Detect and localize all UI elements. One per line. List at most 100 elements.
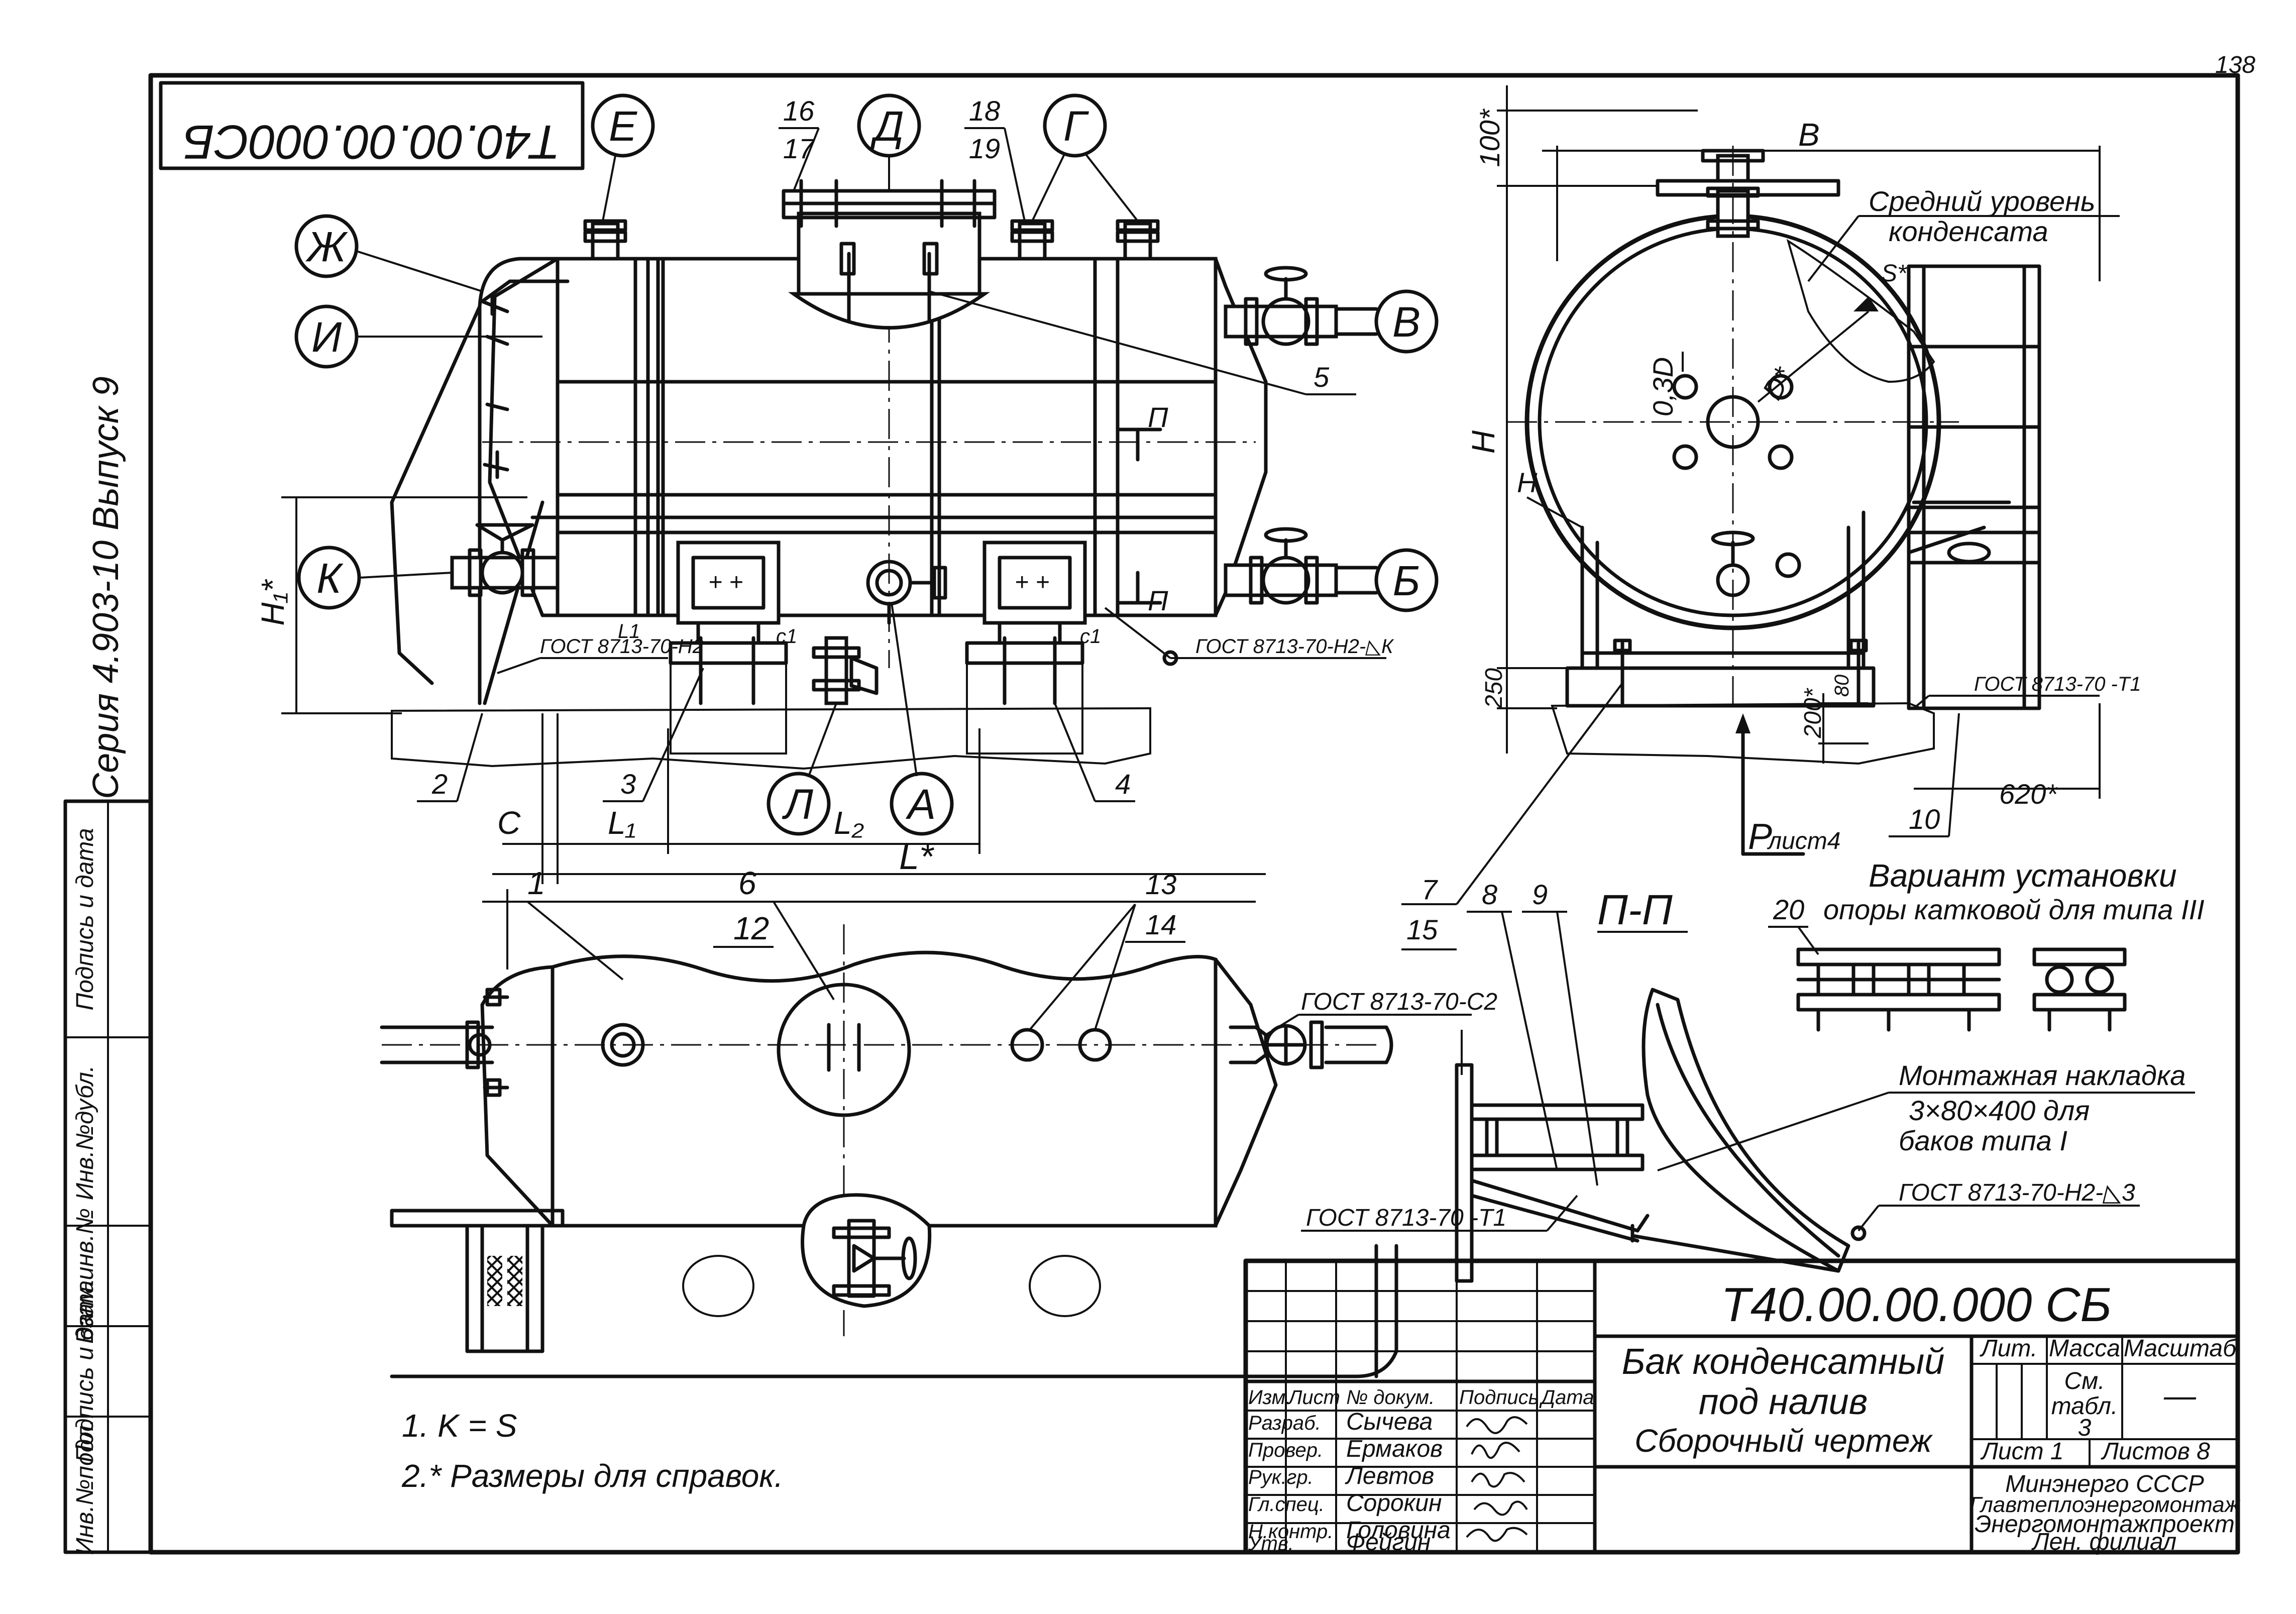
plate-label-3: баков типа I [1899, 1125, 2067, 1156]
strip-label-1: Инв.№подл. [72, 1419, 98, 1555]
title-code: Т40.00.00.000 СБ [1721, 1278, 2112, 1332]
gost-note-2: ГОСТ 8713-70-Н2-◺К [1195, 635, 1394, 658]
strip-label-2: Подпись и дата [72, 1280, 98, 1462]
title-sheet: Лист 1 [1980, 1438, 2064, 1465]
dim-c1-a: с1 [776, 625, 797, 648]
role-4: Н.контр. [1248, 1521, 1333, 1543]
signature-1 [1471, 1442, 1520, 1459]
role-1: Провер. [1248, 1439, 1323, 1461]
title-mass-value-3: 3 [2078, 1415, 2092, 1441]
part-6: 6 [738, 865, 756, 901]
page-number: 138 [2215, 52, 2255, 78]
part-2: 2 [431, 768, 448, 800]
plan-view [380, 924, 1398, 1378]
callout-g: Г [1063, 102, 1089, 150]
part-4: 4 [1115, 768, 1131, 800]
title-block: Т40.00.00.000 СБ Бак конденсатный под на… [1243, 1258, 2241, 1555]
sheet-ref-letter: Р [1748, 817, 1772, 857]
person-5: Фейгин [1346, 1529, 1431, 1556]
dim-200: 200* [1800, 688, 1826, 738]
svg-text:+ +: + + [708, 569, 743, 596]
callout-d: Д [870, 102, 904, 150]
title-mass-value-2: табл. [2051, 1393, 2118, 1420]
strip-label-5: Подпись и дата [72, 828, 98, 1010]
front-view-part-numbers: 16 17 18 19 5 2 3 4 [417, 95, 1356, 802]
col-header-sign: Подпись [1459, 1386, 1539, 1409]
callout-l: Л [782, 781, 813, 828]
title-sheets: Листов 8 [2101, 1438, 2210, 1465]
person-2: Левтов [1345, 1463, 1434, 1489]
title-name-3: Сборочный чертеж [1634, 1423, 1933, 1459]
dim-l2: L₂ [834, 805, 864, 841]
signature-3 [1473, 1500, 1528, 1516]
part-9: 9 [1532, 879, 1548, 910]
person-1: Ермаков [1346, 1436, 1443, 1462]
front-view: + + + + П П [390, 179, 1378, 770]
person-0: Сычева [1346, 1409, 1433, 1435]
variant-label-1: Вариант установки [1869, 857, 2177, 894]
dim-h-small: Н [1517, 467, 1538, 498]
front-view-welds: ГОСТ 8713-70-Н2 ГОСТ 8713-70-Н2-◺К [497, 607, 1394, 674]
dim-c: С [497, 805, 521, 841]
callout-v: В [1392, 298, 1420, 346]
section-mark-p2: П [1148, 585, 1168, 616]
callout-b: Б [1393, 557, 1420, 604]
role-2: Рук.гр. [1248, 1466, 1314, 1488]
gost-note-1: ГОСТ 8713-70-Н2 [540, 635, 704, 658]
part-5: 5 [1314, 361, 1330, 393]
title-org-3: Энергомонтажпроект [1975, 1511, 2235, 1538]
part-12: 12 [733, 910, 769, 946]
dim-80: 80 [1831, 675, 1853, 697]
dim-100: 100* [1474, 108, 1505, 167]
part-3: 3 [620, 768, 636, 800]
dim-l1: L₁ [608, 805, 636, 841]
dim-h1: H₁* [255, 579, 291, 625]
plate-label-1: Монтажная накладка [1899, 1059, 2185, 1091]
role-0: Разраб. [1248, 1412, 1321, 1434]
col-header-izm: Изм. [1248, 1386, 1291, 1409]
part-15: 15 [1406, 914, 1438, 945]
dim-250: 250 [1481, 668, 1507, 709]
title-org-4: Лен. филиал [2031, 1529, 2176, 1555]
level-label-1: Средний уровень [1869, 185, 2095, 217]
sheet-frame [63, 73, 2240, 1555]
dim-c1-b: с1 [1080, 625, 1101, 648]
part-18: 18 [969, 95, 1000, 127]
series-label: Серия 4.903-10 Выпуск 9 [86, 376, 126, 799]
sheet-ref: лист4 [1767, 828, 1840, 854]
plan-view-labels: 1 6 12 13 14 ГОСТ 8713-70-С2 [482, 865, 1497, 1036]
title-mass-header: Масса [2049, 1335, 2120, 1362]
side-view-annotations: Средний уровень конденсата ГОСТ 8713-70 … [1807, 185, 2141, 837]
section-mark-p1: П [1148, 401, 1168, 433]
title-scale-header: Масштаб [2124, 1335, 2237, 1362]
section-p-p: П-П 8 9 ГОСТ 8713-70 -Т1 ГОСТ 8713-70-Н2… [1301, 879, 2140, 1283]
callout-i: И [311, 313, 342, 361]
gost-note-3: ГОСТ 8713-70 -Т1 [1974, 673, 2141, 695]
callout-e: Е [609, 102, 637, 150]
title-scale-value: — [2163, 1377, 2197, 1414]
callout-k: К [316, 555, 344, 602]
title-mass-value-1: См. [2064, 1368, 2105, 1394]
part-1: 1 [527, 865, 545, 901]
front-view-dimensions: H₁* С L₁ L₂ L* L1 с1 с1 [255, 496, 1266, 884]
svg-text:+ +: + + [1015, 569, 1049, 596]
leader-7-15: 7 15 [1401, 682, 1623, 950]
note-1: 1. K = S [402, 1408, 517, 1444]
signature-2 [1471, 1472, 1525, 1488]
dim-h: Н [1465, 430, 1501, 454]
side-view: Р лист4 [1507, 146, 2041, 857]
signature-0 [1466, 1416, 1528, 1434]
part-19: 19 [969, 133, 1000, 164]
part-16: 16 [783, 95, 815, 127]
gost-note-5: ГОСТ 8713-70 -Т1 [1306, 1205, 1506, 1231]
notes: 1. K = S 2.* Размеры для справок. [401, 1408, 783, 1494]
part-13: 13 [1145, 869, 1176, 900]
part-14: 14 [1145, 909, 1176, 940]
roller-support-variant: Вариант установки опоры катковой для тип… [1768, 857, 2205, 1032]
role-3: Гл.спец. [1248, 1493, 1325, 1516]
part-7: 7 [1422, 874, 1438, 905]
person-3: Сорокин [1346, 1490, 1442, 1517]
gost-note-4: ГОСТ 8713-70-С2 [1301, 989, 1497, 1015]
note-2: 2.* Размеры для справок. [401, 1458, 783, 1494]
